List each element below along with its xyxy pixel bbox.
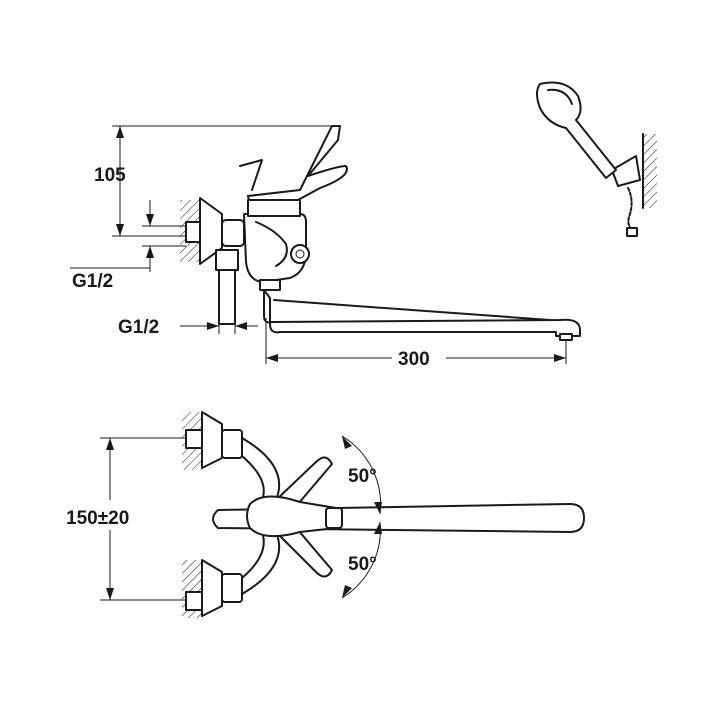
spout-top-edge: [273, 299, 551, 321]
angle-lower-label: 50°: [348, 554, 377, 575]
thread-upper-label: G1/2: [72, 271, 113, 292]
connector-upper: [221, 429, 243, 459]
side-view: 105 G1/2 G1/2 300: [70, 125, 581, 370]
cartridge-cap: [247, 199, 301, 217]
inlet-nut-side: [185, 221, 201, 243]
shower-outlet-pipe: [218, 269, 236, 325]
shower-outlet-nut: [215, 249, 239, 271]
inlet-spacing-label: 150±20: [66, 508, 129, 529]
body-arc-upper: [241, 437, 281, 501]
spout-collar: [259, 279, 281, 291]
lever-edge: [239, 159, 263, 191]
body-arc-lower: [241, 531, 281, 595]
mixer-body-side: [243, 213, 307, 283]
top-view: 50° 50° 150±20: [66, 411, 585, 618]
flange-lower: [201, 559, 223, 617]
lever-position-lower: [275, 529, 333, 578]
angle-upper-label: 50°: [348, 466, 377, 487]
hose-connector: [626, 227, 638, 237]
flange-upper: [201, 411, 223, 469]
thread-lower-label: G1/2: [118, 317, 159, 338]
body-contour: [255, 221, 288, 267]
hand-shower-assembly: [536, 81, 657, 237]
spout-length-label: 300: [398, 349, 430, 370]
lever-handle-side: [247, 125, 348, 207]
aerator: [559, 333, 573, 341]
eccentric-connector: [221, 219, 245, 247]
shower-hose-icon: [627, 187, 633, 231]
hand-shower-icon: [536, 81, 617, 179]
shower-holder-icon: [611, 155, 641, 187]
lever-position-upper: [275, 456, 333, 505]
nut-upper: [185, 429, 203, 449]
nut-lower: [185, 591, 203, 611]
dimension-height-label: 105: [94, 165, 126, 186]
diverter-knob: [290, 244, 310, 264]
connector-lower: [221, 573, 243, 603]
shower-wall-hatch-icon: [643, 134, 657, 208]
spout-side: [263, 289, 581, 337]
